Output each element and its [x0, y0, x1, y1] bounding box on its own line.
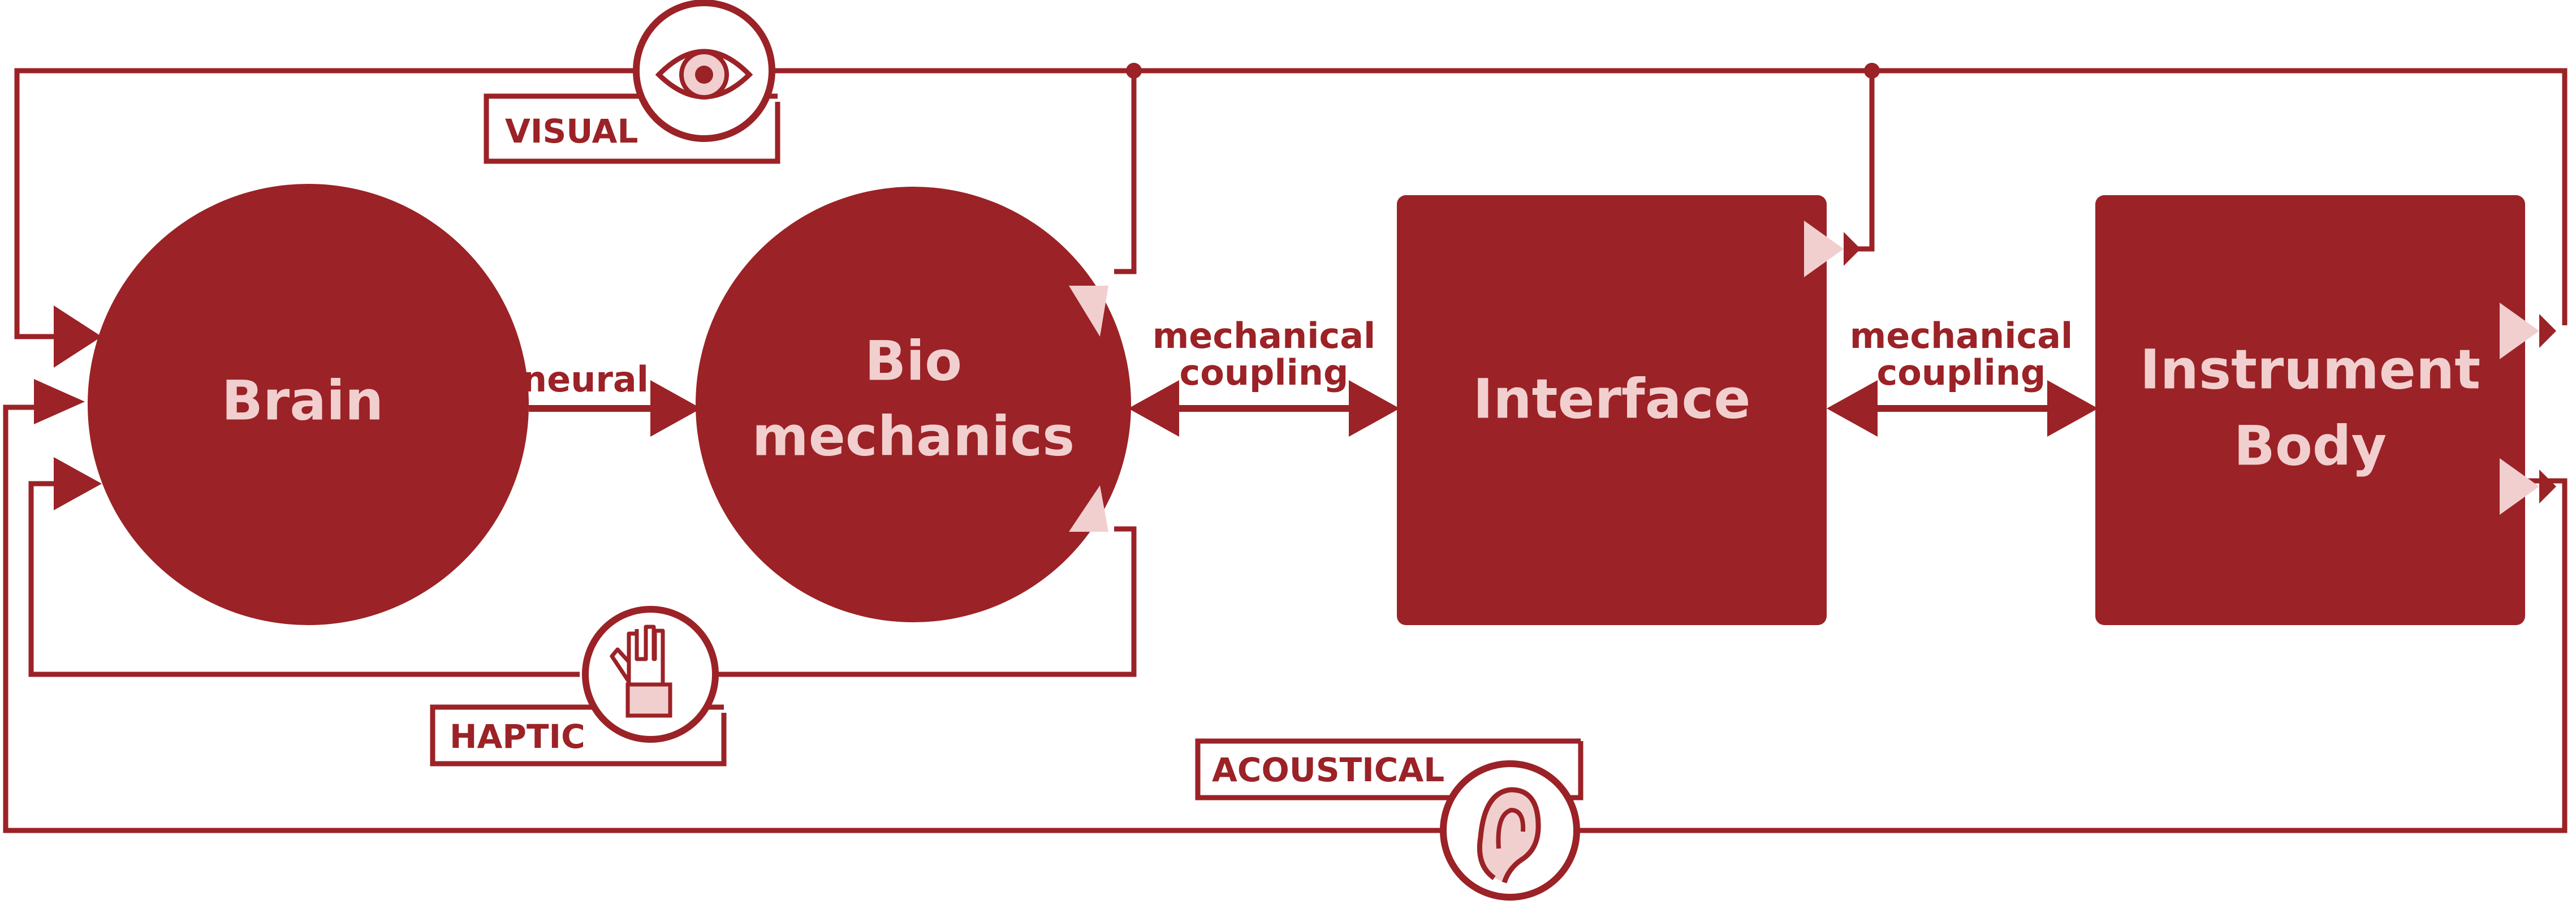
biomechanics-label-line1: Bio	[865, 329, 962, 393]
port-arrow	[2539, 470, 2556, 503]
neural-label: neural	[522, 359, 649, 400]
haptic-tag: HAPTIC	[430, 704, 727, 767]
visual-tag: VISUAL	[484, 93, 780, 164]
coupling-2-label-line2: coupling	[1877, 352, 2046, 393]
biomechanics-port-bottom	[1069, 485, 1108, 532]
acoustical-tag: ACOUSTICAL	[1195, 738, 1583, 800]
mechanical-coupling-arrow-2	[1827, 380, 2098, 437]
hand-icon	[582, 606, 719, 743]
visual-tag-label: VISUAL	[505, 112, 638, 150]
neural-arrow	[529, 380, 701, 437]
instrument-body-node	[2095, 195, 2525, 625]
haptic-feedback-loop	[28, 481, 1137, 677]
visual-junction-dot	[1864, 63, 1880, 79]
coupling-1-label-line2: coupling	[1180, 352, 1349, 393]
instrument-body-label-line1: Instrument	[2140, 338, 2480, 401]
eye-icon	[633, 0, 775, 142]
brain-node	[88, 184, 529, 625]
mechanical-coupling-arrow-1	[1128, 380, 1400, 437]
coupling-2-label-line1: mechanical	[1850, 315, 2073, 356]
ear-icon	[1440, 760, 1580, 901]
biomechanics-label-line2: mechanics	[752, 404, 1075, 468]
port-arrow	[2539, 314, 2556, 348]
instrument-port-bottom	[2500, 458, 2539, 515]
interface-label: Interface	[1473, 367, 1751, 431]
brain-input-arrow-visual	[54, 305, 102, 368]
interface-port	[1804, 221, 1844, 277]
acoustical-tag-label: ACOUSTICAL	[1212, 751, 1444, 789]
coupling-1-label-line1: mechanical	[1153, 315, 1376, 356]
brain-input-arrow-haptic	[54, 457, 102, 510]
brain-input-arrow-acoustical	[34, 379, 85, 424]
port-arrow	[1844, 232, 1861, 266]
biomechanics-port-top	[1069, 286, 1108, 337]
visual-junction-dot	[1126, 63, 1142, 79]
brain-label: Brain	[222, 369, 384, 432]
interface-node	[1397, 195, 1827, 625]
instrument-port-top	[2500, 303, 2539, 359]
instrument-body-label-line2: Body	[2234, 414, 2387, 477]
biomechanics-node	[696, 187, 1131, 622]
haptic-tag-label: HAPTIC	[450, 717, 585, 756]
